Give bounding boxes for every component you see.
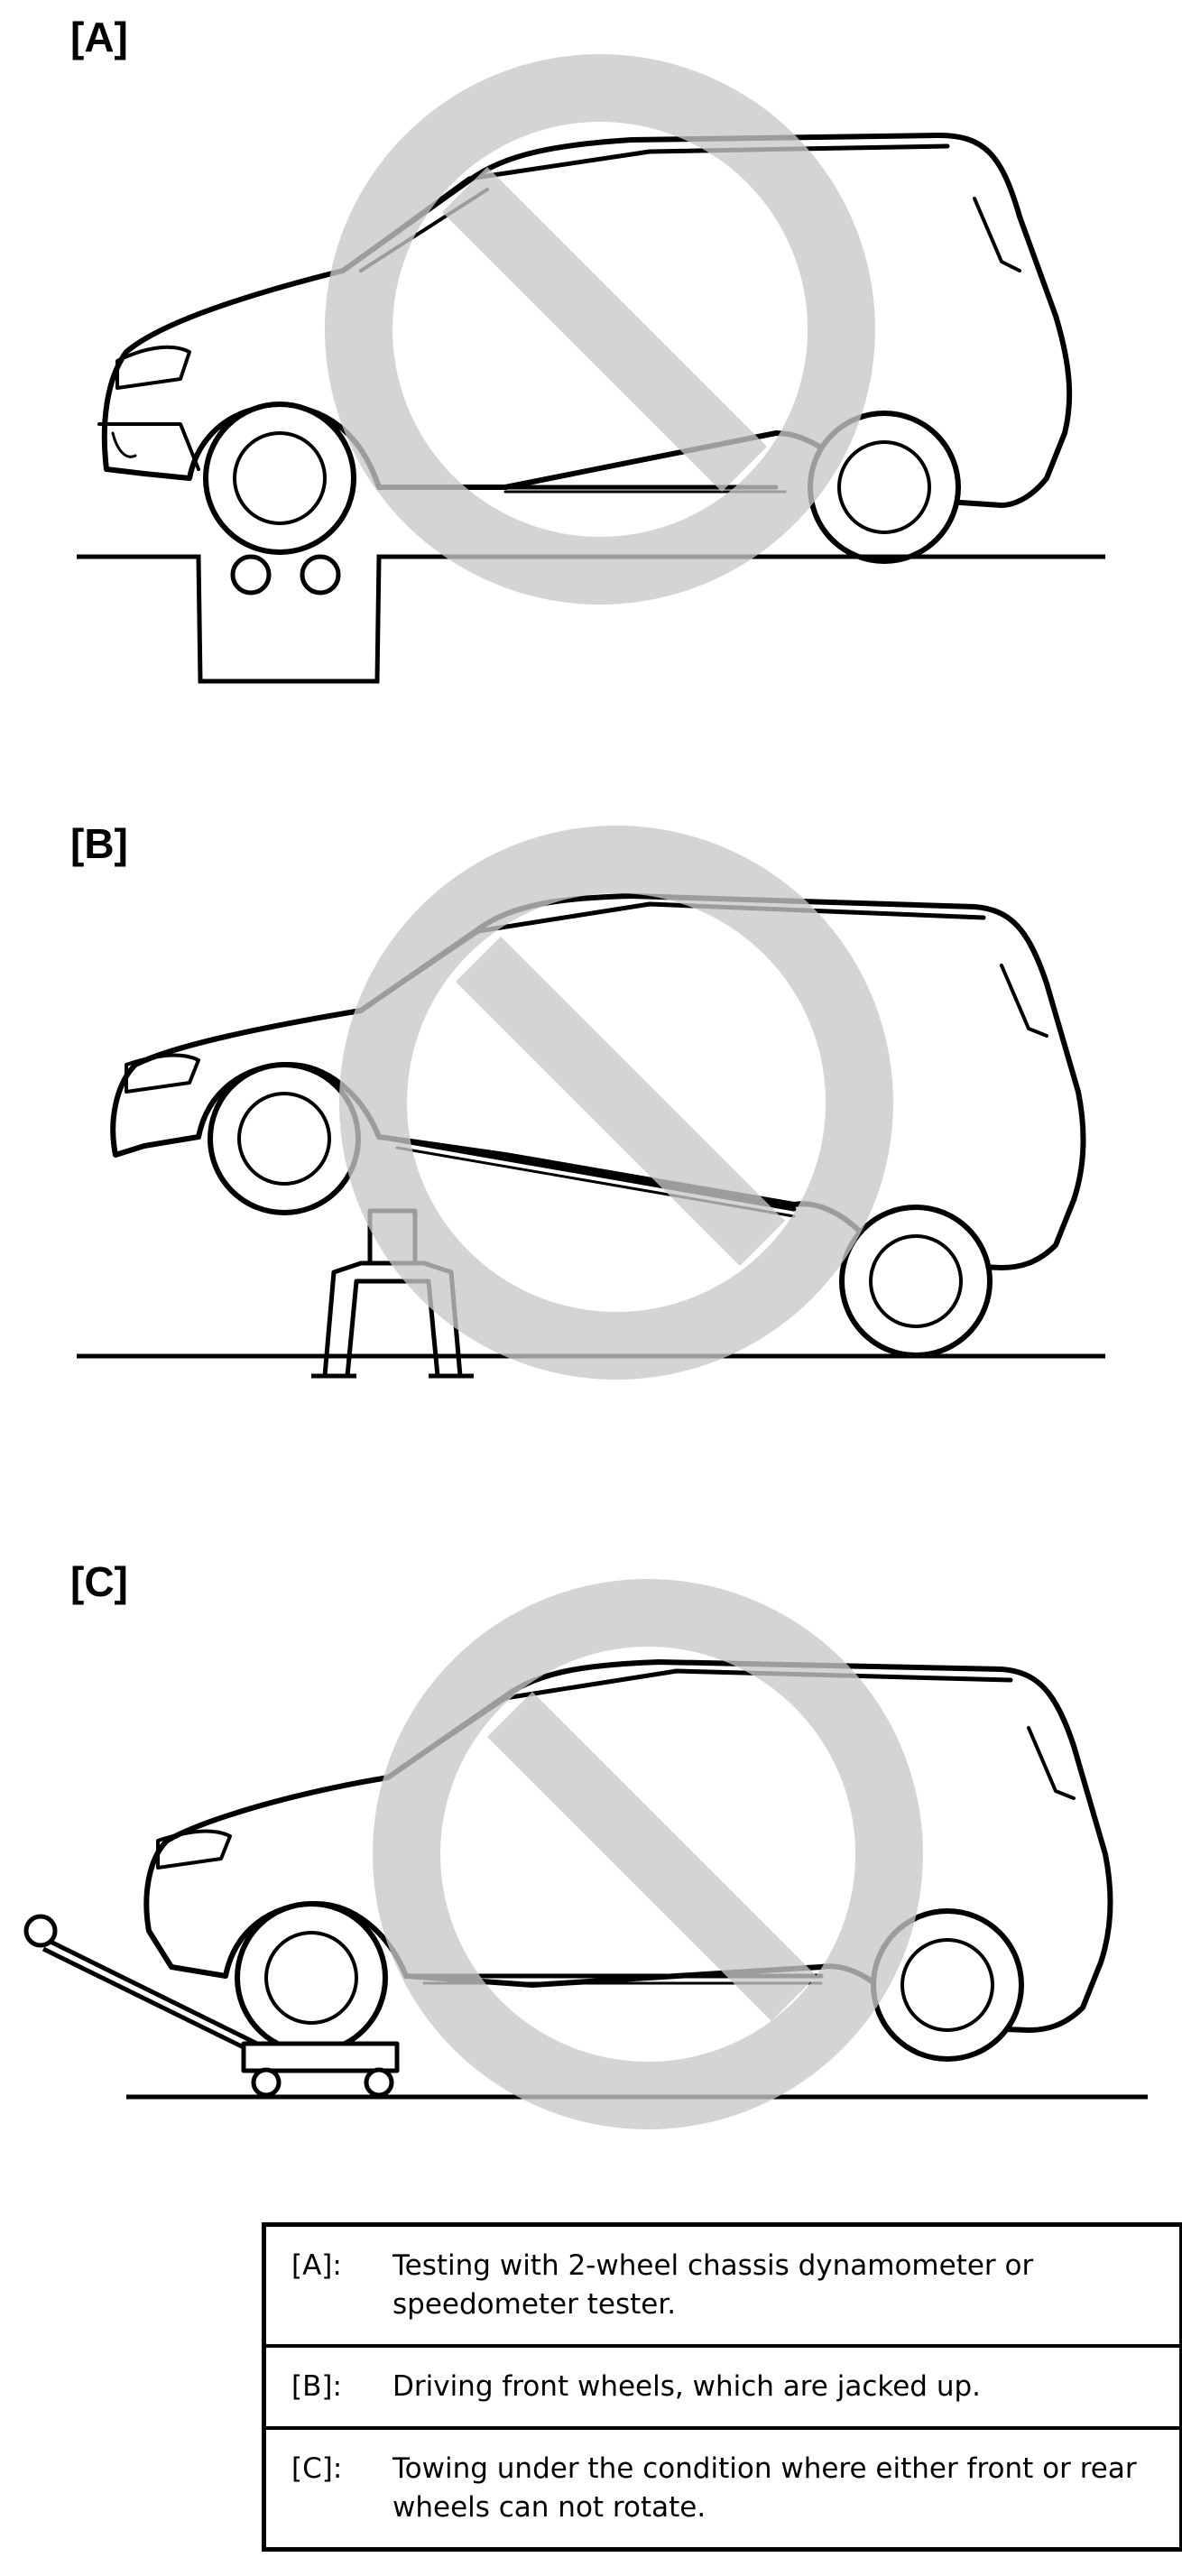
- scene-jacked-up: [0, 794, 1182, 1444]
- front-wheel-icon: [206, 404, 354, 552]
- legend-text: Driving front wheels, which are jacked u…: [392, 2368, 1161, 2406]
- legend-table: [A]: Testing with 2-wheel chassis dynamo…: [262, 2222, 1182, 2552]
- legend-text: Testing with 2-wheel chassis dynamometer…: [392, 2247, 1161, 2324]
- legend-row-c: [C]: Towing under the condition where ei…: [266, 2430, 1179, 2547]
- scene-towing: [0, 1552, 1182, 2193]
- front-wheel-icon: [210, 1065, 358, 1213]
- legend-key: [C]:: [291, 2450, 392, 2527]
- legend-row-b: [B]: Driving front wheels, which are jac…: [266, 2348, 1179, 2430]
- rear-wheel-icon: [842, 1207, 990, 1355]
- front-wheel-icon: [237, 1904, 385, 2052]
- scene-dynamometer: [0, 0, 1182, 740]
- legend-row-a: [A]: Testing with 2-wheel chassis dynamo…: [266, 2227, 1179, 2348]
- legend-key: [A]:: [291, 2247, 392, 2324]
- legend-text: Towing under the condition where either …: [392, 2450, 1161, 2527]
- legend-key: [B]:: [291, 2368, 392, 2406]
